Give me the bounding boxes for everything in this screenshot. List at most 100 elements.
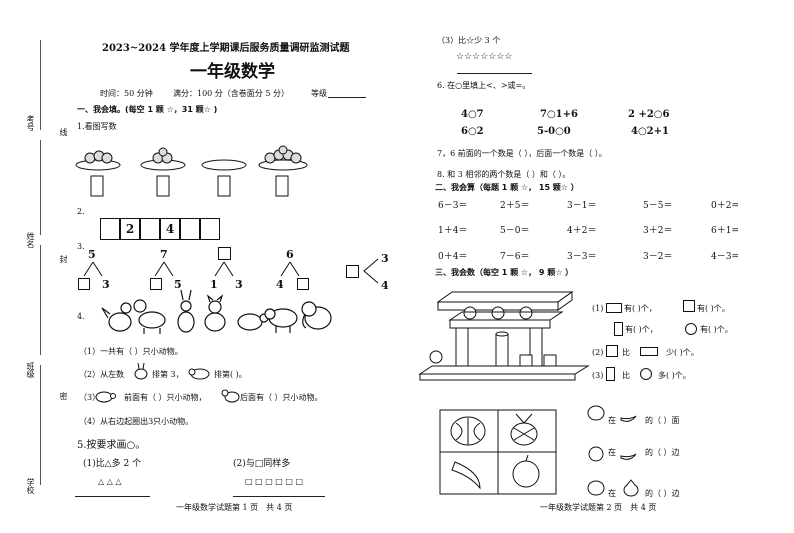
calc-item[interactable]: 5－5＝ <box>643 201 673 211</box>
q6-item[interactable]: 4○7 <box>461 109 484 120</box>
q5-part3-answer-line[interactable] <box>457 73 532 74</box>
section3-heading: 三、我会数（每空 1 颗 ☆， 9 颗☆ ） <box>435 268 574 277</box>
right-footer: 一年级数学试题第 2 页 共 4 页 <box>540 503 657 512</box>
q6-item[interactable]: 2 +2○6 <box>628 109 670 120</box>
q1-label: 1.看图写数 <box>77 122 117 131</box>
calc-item[interactable]: 4－3= <box>711 252 739 262</box>
cube-icon <box>683 300 695 312</box>
bond4-top: 6 <box>286 248 294 261</box>
q5-part2: (2)与□同样多 <box>233 459 291 469</box>
count-r4-answer[interactable]: 多( )个。 <box>658 371 691 380</box>
q6-label: 6. 在○里填上<、>或=。 <box>437 81 531 90</box>
q5-part1-answer-line[interactable] <box>75 496 150 497</box>
q2-cell: 2 <box>120 218 140 240</box>
bond5-upper: 3 <box>381 252 389 265</box>
q4-line1: （1）一共有（ ）只小动物。 <box>79 347 183 356</box>
count-r2-a[interactable]: 有( )个， <box>625 325 658 334</box>
label-exam-number: 考号 <box>26 115 35 131</box>
pos-r1-answer[interactable]: 的（ ）面 <box>645 416 680 425</box>
margin-line <box>40 40 41 130</box>
calc-item[interactable]: 7－6＝ <box>500 252 530 262</box>
q4-label: 4. <box>77 312 85 321</box>
calc-item[interactable]: 5－0＝ <box>500 226 530 236</box>
count-r1-b[interactable]: 有( )个。 <box>697 304 730 313</box>
calc-item[interactable]: 3－1＝ <box>567 201 597 211</box>
count-r4-prefix: (3) <box>592 371 604 380</box>
margin-line <box>40 245 41 355</box>
margin-line <box>40 365 41 485</box>
info-grade: 等级 <box>311 89 327 98</box>
count-r3-prefix: (2) <box>592 348 604 357</box>
cube-icon <box>606 345 618 357</box>
calc-item[interactable]: 3－2＝ <box>643 252 673 262</box>
q6-item[interactable]: 4○2+1 <box>631 126 669 137</box>
q2-cell[interactable] <box>200 218 220 240</box>
bond3-right: 3 <box>235 278 243 291</box>
q5-label: 5.按要求画○。 <box>77 440 146 451</box>
bond2-left-blank[interactable] <box>150 278 162 290</box>
calc-item[interactable]: 2＋5＝ <box>500 201 530 211</box>
bond5-left-blank[interactable] <box>346 265 359 278</box>
calc-item[interactable]: 3＋2＝ <box>643 226 673 236</box>
count-r3-compare: 比 <box>622 348 630 357</box>
calc-item[interactable]: 4＋2＝ <box>567 226 597 236</box>
cylinder-icon <box>614 322 623 336</box>
q2-cell[interactable] <box>180 218 200 240</box>
count-r2-b[interactable]: 有( )个。 <box>700 325 733 334</box>
margin-line <box>40 140 41 235</box>
label-name: 姓名 <box>26 232 35 248</box>
q2-cell[interactable] <box>140 218 160 240</box>
q4-line2-end: 排第( )。 <box>214 370 247 379</box>
q4-line3-end: 后面有（ ）只小动物。 <box>240 393 323 402</box>
bond3-top-blank[interactable] <box>218 247 231 260</box>
q4-line3-mid: 前面有（ ）只小动物， <box>124 393 207 402</box>
bond1-left-blank[interactable] <box>78 278 90 290</box>
q4-line2-start: （2）从左数 <box>79 370 125 379</box>
calc-item[interactable]: 6＋1= <box>711 226 739 236</box>
pos-r1-in: 在 <box>608 416 616 425</box>
sphere-icon <box>685 323 697 335</box>
cuboid-icon <box>640 347 658 356</box>
pos-r2-answer[interactable]: 的（ ）边 <box>645 448 680 457</box>
calc-item[interactable]: 0＋4＝ <box>438 252 468 262</box>
q5-part2-squares: □ □ □ □ □ □ <box>245 477 304 486</box>
q5-part3-stars: ☆☆☆☆☆☆☆ <box>456 52 513 62</box>
info-time: 时间：50 分钟 <box>100 89 153 98</box>
bond5-lower: 4 <box>381 279 389 292</box>
grade-blank[interactable] <box>328 97 366 98</box>
q4-line3-start: （3） <box>79 393 101 402</box>
pos-r3-in: 在 <box>608 489 616 498</box>
count-r3-answer[interactable]: 少( )个。 <box>666 348 699 357</box>
count-r1-prefix: (1) <box>592 304 604 313</box>
q6-item[interactable]: 7○1+6 <box>540 109 578 120</box>
q6-item[interactable]: 5-0○0 <box>537 126 571 137</box>
calc-item[interactable]: 3－3＝ <box>567 252 597 262</box>
calc-item[interactable]: 1＋4＝ <box>438 226 468 236</box>
calc-item[interactable]: 6－3＝ <box>438 201 468 211</box>
bond2-top: 7 <box>160 248 168 261</box>
section2-heading: 二、我会算（每题 1 颗 ☆， 15 颗☆ ） <box>435 183 579 192</box>
bond1-top: 5 <box>88 248 96 261</box>
q4-line2-mid: 排第 3， <box>152 370 184 379</box>
bond1-right: 3 <box>102 278 110 291</box>
q2-cell[interactable] <box>100 218 120 240</box>
bond4-left: 4 <box>276 278 284 291</box>
q5-part2-answer-line[interactable] <box>233 496 325 497</box>
exam-title: 2023~2024 学年度上学期课后服务质量调研监测试题 <box>102 43 350 54</box>
pos-r3-answer[interactable]: 的（ ）边 <box>645 489 680 498</box>
calc-item[interactable]: 0＋2= <box>711 201 739 211</box>
q4-line4: （4）从右边起圈出3只小动物。 <box>79 417 194 426</box>
q6-item[interactable]: 6○2 <box>461 126 484 137</box>
q5-part3: （3）比☆少 3 个 <box>437 36 501 45</box>
bond4-right-blank[interactable] <box>297 278 309 290</box>
cylinder-icon <box>606 367 615 381</box>
q5-part1: (1)比△多 2 个 <box>83 459 142 469</box>
